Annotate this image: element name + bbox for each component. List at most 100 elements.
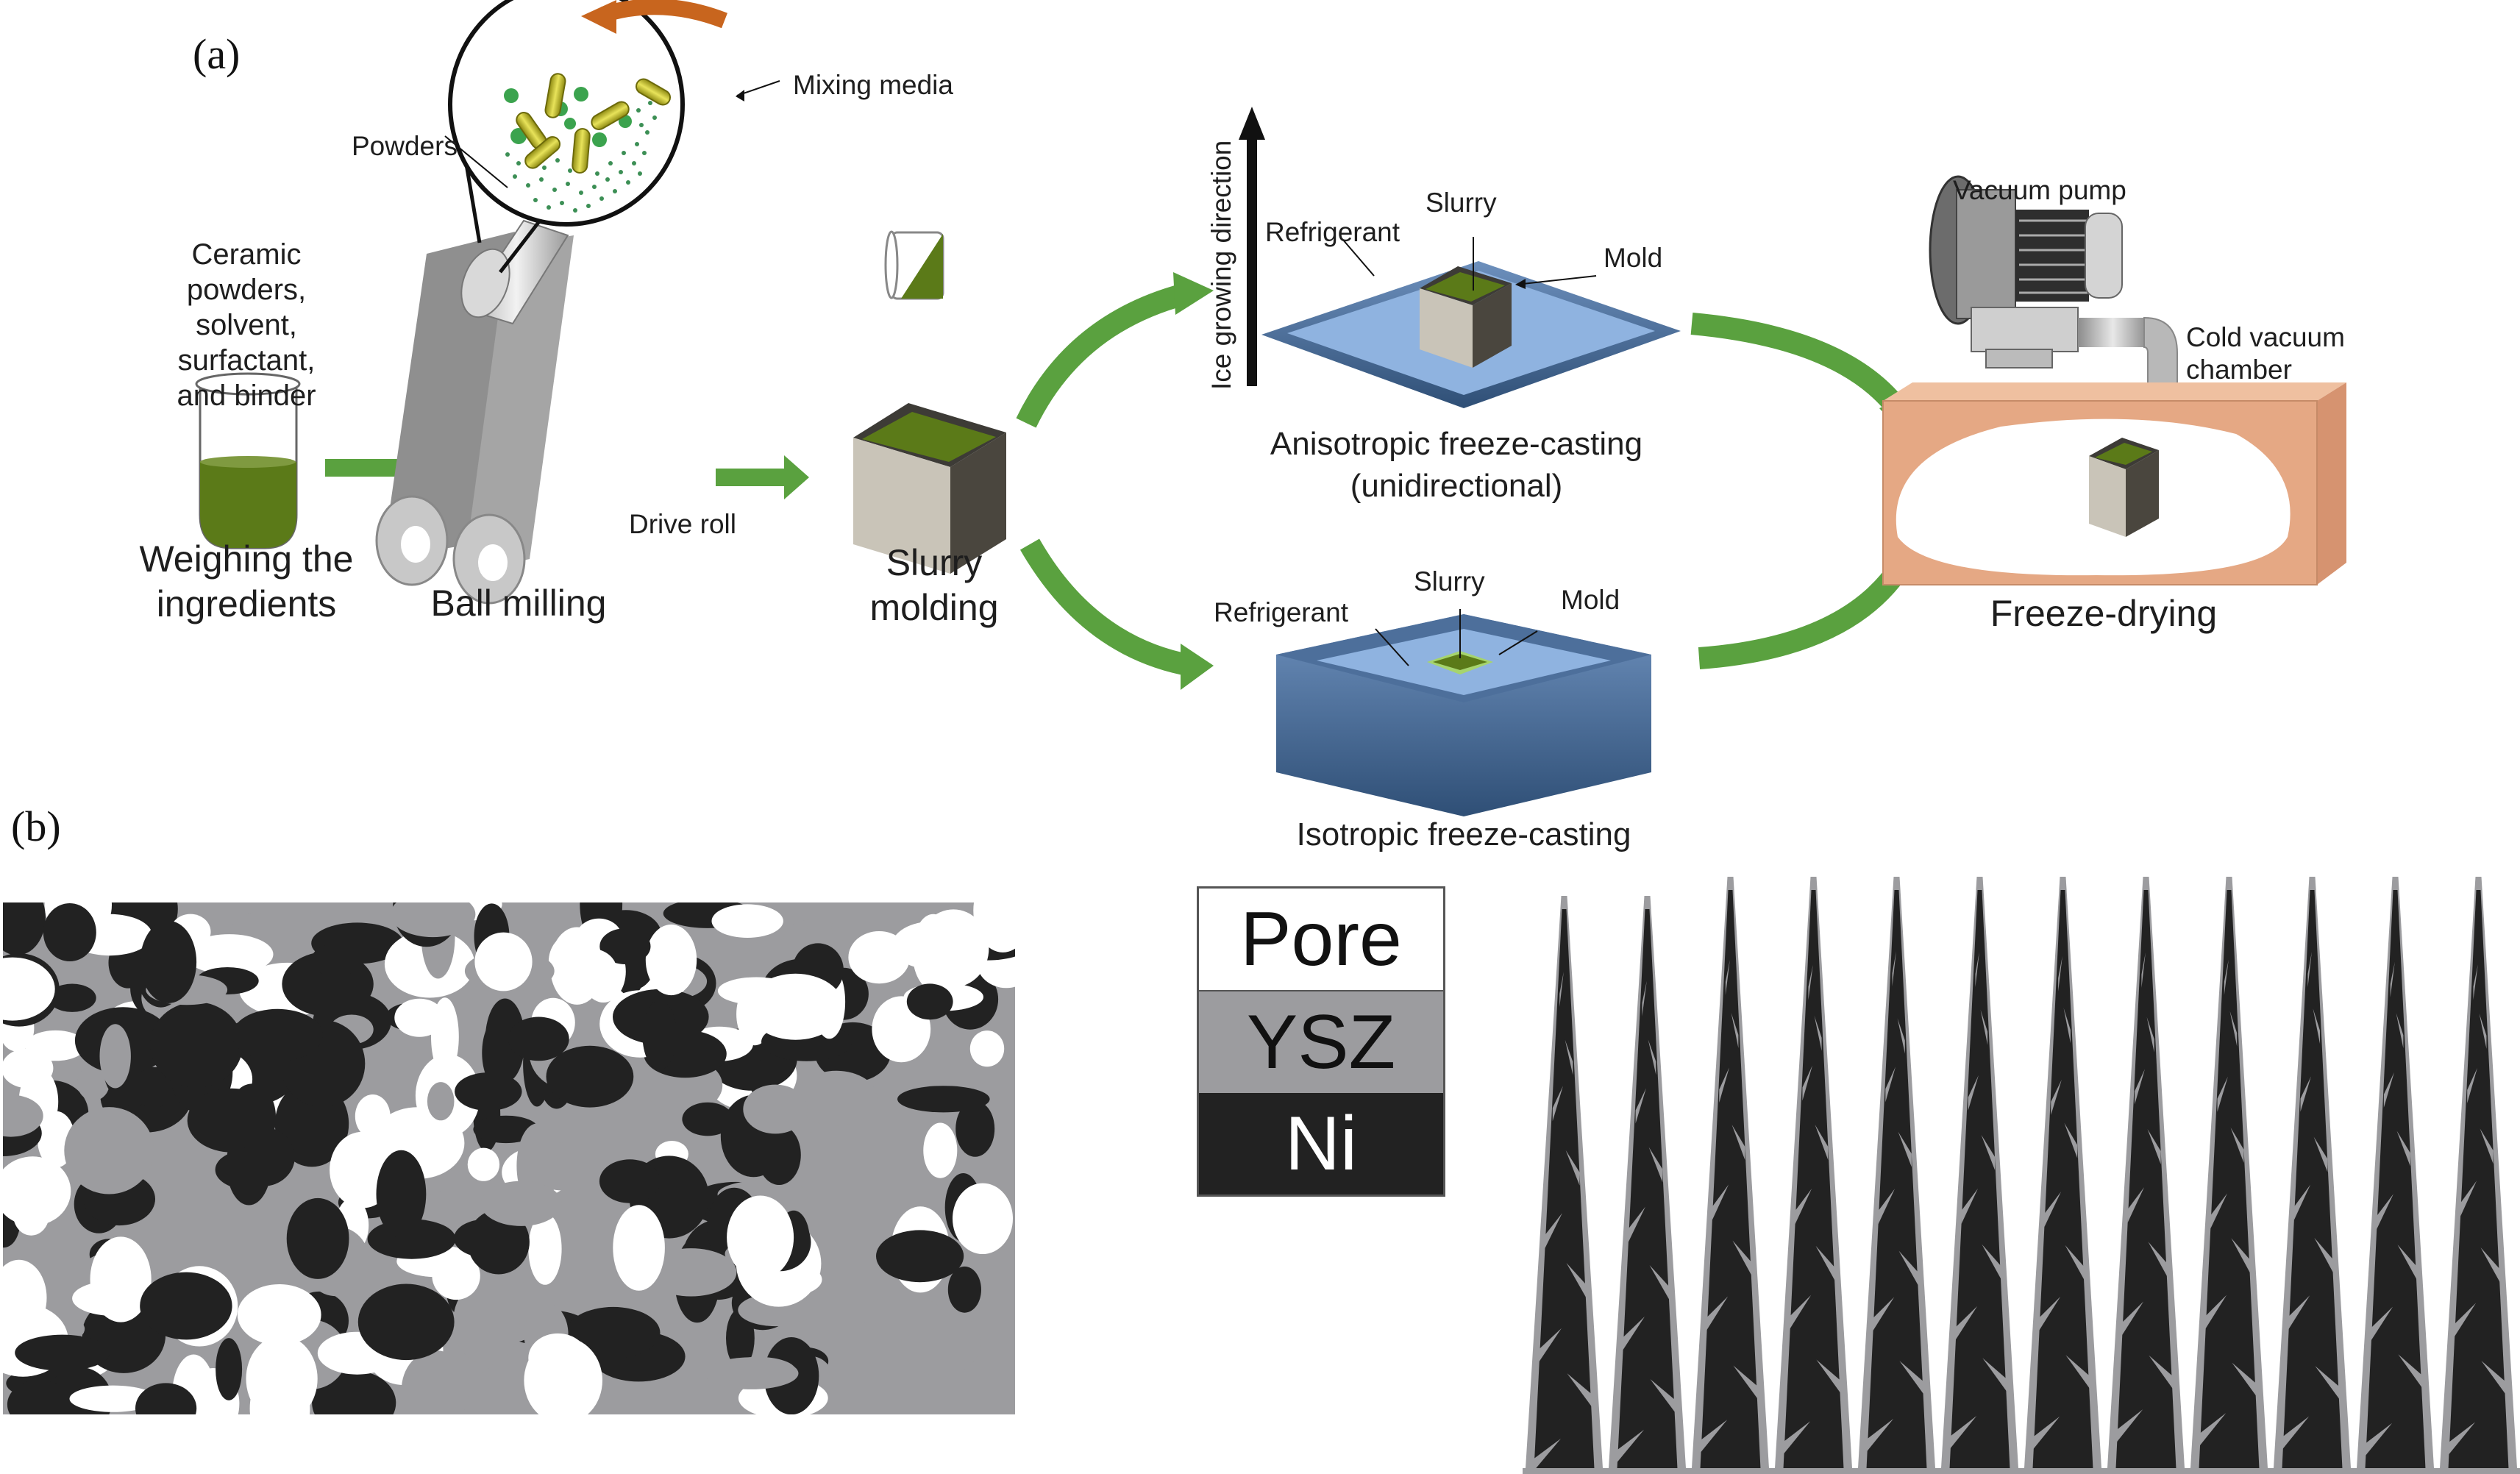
needle-ni-core — [2448, 890, 2509, 1468]
needle-ysz-patch — [2288, 1295, 2310, 1331]
phase-blob — [43, 903, 96, 961]
needle-ysz-patch — [2473, 964, 2478, 1000]
phase-blob — [969, 1030, 1005, 1067]
needle-ysz-patch — [1642, 980, 1647, 1017]
legend-ysz: YSZ — [1199, 991, 1443, 1093]
microstructure-blobs — [3, 902, 1015, 1414]
panel-a-label: (a) — [193, 30, 241, 78]
needle-ysz-patch — [1552, 1086, 1563, 1122]
phase-blob — [642, 1000, 677, 1070]
phase-blob — [727, 1195, 794, 1280]
needle-ysz-patch — [1698, 1420, 1728, 1456]
needle-ysz-patch — [2370, 1306, 2393, 1342]
needle-ysz-patch — [2460, 1181, 2477, 1217]
needle-ni-core — [1700, 890, 1761, 1468]
needle-ysz-patch — [2037, 1296, 2061, 1332]
needle-ysz-patch — [2224, 959, 2229, 995]
phase-blob — [7, 1380, 71, 1414]
phase-blob — [474, 932, 533, 991]
phase-blob — [286, 1197, 349, 1279]
needle-ysz-patch — [1898, 1250, 1919, 1286]
needle-ysz-patch — [1878, 1189, 1896, 1225]
phase-blob — [135, 1383, 197, 1414]
needle-ysz-patch — [1635, 1088, 1646, 1124]
phase-blob — [923, 1122, 958, 1178]
legend-ni: Ni — [1199, 1093, 1443, 1194]
phase-blob — [795, 1070, 878, 1126]
phase-blob — [228, 1083, 277, 1150]
needle-ysz-patch — [1871, 1297, 1895, 1333]
phase-blob — [743, 1084, 808, 1134]
cold-vacuum-chamber-text: Cold vacuum chamber — [2186, 322, 2345, 385]
needle-ysz-patch — [1731, 1012, 1739, 1048]
needle-ni-core — [2199, 890, 2260, 1468]
phase-blob — [876, 1230, 964, 1283]
phase-blob — [260, 902, 311, 930]
curved-arrow-up — [1016, 272, 1214, 428]
callout-powders: Powders — [352, 131, 458, 161]
needle-ni-core — [1783, 890, 1844, 1468]
needle-ni-core — [1617, 909, 1678, 1468]
needle-ysz-patch — [1648, 1147, 1663, 1183]
pouring-beaker-icon — [884, 230, 944, 300]
needle-ysz-patch — [1649, 1264, 1670, 1300]
aniso-callout-mold: Mold — [1604, 243, 1663, 273]
phase-blob — [711, 904, 783, 938]
phase-blob — [546, 1045, 634, 1108]
needle-ysz-patch — [2481, 1361, 2507, 1397]
needle-ysz-patch — [1719, 1067, 1729, 1103]
phase-blob — [3, 1259, 47, 1336]
phase-blob — [524, 1336, 602, 1414]
needle-ysz-patch — [2127, 1187, 2145, 1223]
needle-ysz-patch — [2031, 1416, 2060, 1452]
phase-blob — [355, 1094, 391, 1139]
flow-arrow-2 — [716, 455, 809, 499]
phase-blob — [3, 902, 46, 955]
phase-blob — [955, 1100, 995, 1157]
needle-ysz-patch — [2396, 1131, 2410, 1167]
anisotropic-title-text: Anisotropic freeze-casting (unidirection… — [1270, 426, 1643, 505]
callout-cold-vacuum-chamber: Cold vacuum chamber — [2186, 321, 2345, 387]
phase-blob — [862, 1295, 943, 1336]
phase-blob — [473, 1115, 539, 1144]
needle-ysz-patch — [1733, 1365, 1759, 1401]
phase-blob — [906, 983, 953, 1020]
phase-blob — [432, 1252, 480, 1300]
vacuum-pump-icon — [1929, 175, 2178, 439]
phase-legend: Pore YSZ Ni — [1197, 886, 1445, 1197]
phase-blob — [401, 1350, 469, 1414]
needle-ni-core — [2032, 890, 2093, 1468]
needle-ysz-patch — [1808, 964, 1813, 1000]
needle-ysz-patch — [1731, 1124, 1745, 1160]
phase-blob — [427, 1082, 455, 1121]
step-slurry-molding-title: Slurry molding — [839, 541, 1030, 630]
iso-callout-mold: Mold — [1561, 585, 1620, 615]
phase-blob — [599, 928, 651, 964]
phase-blob — [682, 1102, 733, 1136]
process-diagram — [195, 0, 2346, 816]
ice-direction-arrow — [1239, 107, 1265, 386]
phase-blob — [357, 1283, 455, 1361]
isotropic-microstructure — [3, 902, 1015, 1414]
needle-ysz-patch — [2204, 1295, 2227, 1331]
phase-blob — [482, 1019, 513, 1087]
phase-blob — [25, 1030, 86, 1061]
phase-blob — [131, 1066, 176, 1108]
slurry-molding-text: Slurry molding — [869, 542, 999, 628]
needle-ysz-patch — [1650, 1378, 1677, 1414]
rotation-arrow-icon — [600, 0, 727, 29]
needle-ysz-patch — [1892, 951, 1896, 987]
phase-blob — [453, 1280, 520, 1364]
needle-ysz-patch — [1531, 1438, 1562, 1474]
needle-ysz-patch — [2315, 1366, 2341, 1402]
phase-blob — [645, 1248, 737, 1297]
needle-ysz-patch — [2141, 952, 2146, 988]
phase-blob — [953, 1183, 1013, 1254]
needle-ni-core — [1866, 890, 1927, 1468]
iso-callout-refrigerant: Refrigerant — [1214, 597, 1349, 627]
phase-blob — [613, 1205, 665, 1291]
needle-ysz-patch — [2313, 1136, 2328, 1172]
phase-blob — [311, 944, 361, 977]
phase-blob — [216, 1338, 243, 1400]
needle-ysz-patch — [2065, 1245, 2085, 1281]
